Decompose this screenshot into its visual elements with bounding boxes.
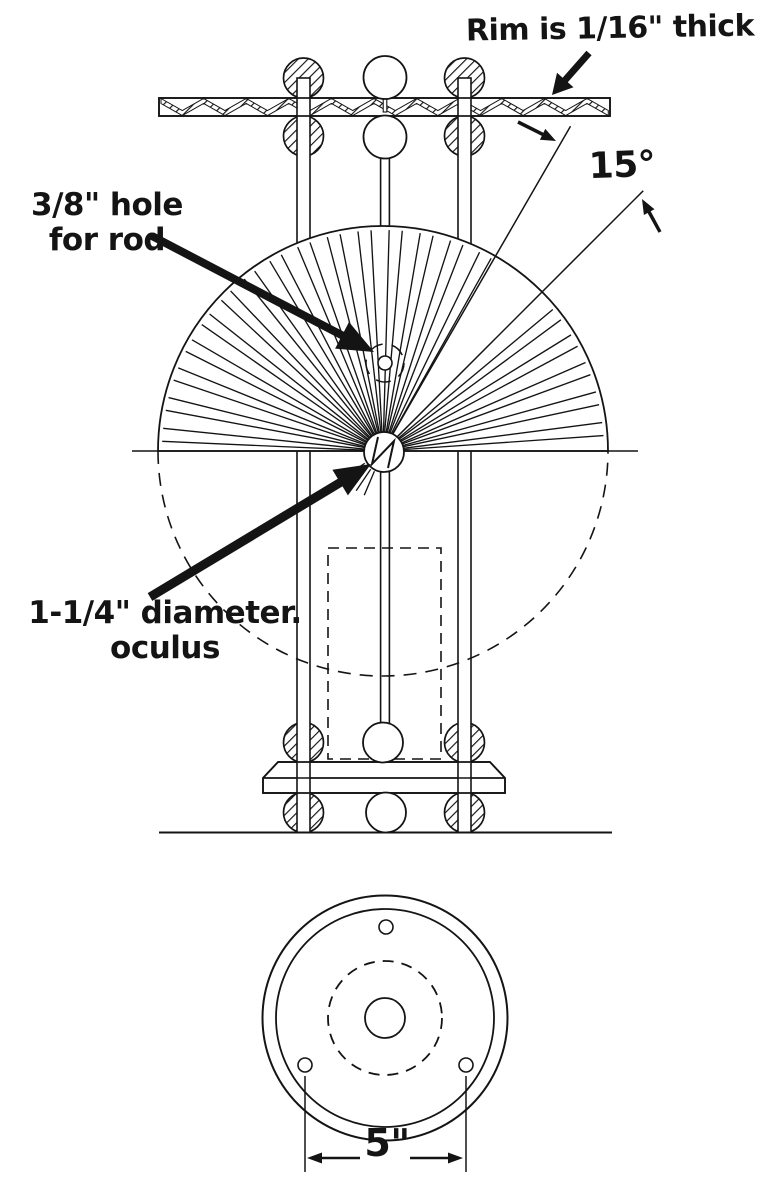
- fan-blade-rib: [389, 434, 604, 452]
- blade-angle-text: 15°: [587, 143, 656, 188]
- oculus-text-line1: 1-1/4" diameter.: [28, 595, 302, 631]
- fan-blade-rib: [388, 334, 572, 448]
- dimension-arrow-left: [307, 1152, 360, 1164]
- fan-blade-rib: [370, 230, 384, 445]
- fan-blade-rib: [177, 367, 377, 449]
- plan-fold-circle-dashed: [327, 960, 443, 1076]
- oculus-arrow: [147, 464, 371, 601]
- oculus-break-mark: [370, 436, 396, 469]
- rod-hole-text-line2: for rod: [48, 221, 166, 258]
- blade-angle-label: 15°: [579, 143, 664, 188]
- fan-blade-rib: [185, 350, 378, 449]
- base-diameter-text: 5": [364, 1121, 410, 1165]
- rod-hole-boss-circle-broken: [365, 343, 405, 383]
- fan-blade-rib: [382, 230, 403, 445]
- support-rod-left: [296, 77, 311, 834]
- fan-blade-rib: [389, 404, 600, 451]
- base-diameter-dimension-label: 5": [354, 1122, 420, 1165]
- fan-blade-rib: [357, 231, 383, 445]
- fan-blade-rib: [389, 361, 586, 449]
- fan-blade-rib: [191, 339, 378, 449]
- plan-inner-rim-circle: [275, 908, 495, 1128]
- finial-ball-under-rim: [362, 114, 408, 160]
- fan-blade-rib: [388, 345, 578, 449]
- fan-blade-rib-lower: [363, 470, 376, 496]
- fan-blade-rib: [220, 299, 379, 447]
- angle-reference-line-45: [387, 190, 644, 447]
- fan-blade-rib: [243, 278, 380, 446]
- rim-thickness-arrow: [552, 50, 592, 95]
- fan-blade-rib: [173, 379, 377, 450]
- angle-reference-line-60: [385, 125, 572, 446]
- rod-hole-label: 3/8" hole for rod: [14, 188, 200, 257]
- fan-blade-rib: [384, 240, 452, 445]
- angle-arrow-upper: [517, 120, 556, 141]
- angle-arrow-lower: [642, 199, 662, 233]
- rod-hole-circle: [377, 355, 393, 371]
- fan-blade-rib: [230, 290, 379, 447]
- plan-outer-rim-circle: [261, 894, 509, 1142]
- fan-blade-rib: [389, 421, 603, 451]
- rod-hole-arrow: [150, 232, 374, 352]
- fan-blade-rib: [163, 427, 377, 451]
- fan-blade-rib: [388, 319, 562, 448]
- fan-blade-rib: [385, 251, 481, 445]
- fan-blade-rib: [168, 396, 377, 450]
- plan-rod-hole-top: [378, 919, 394, 935]
- plan-rod-hole-right: [458, 1057, 474, 1073]
- fan-blade-rib: [280, 254, 381, 446]
- finial-ball-below-plate: [365, 791, 407, 834]
- finial-ball-top: [362, 55, 408, 100]
- plan-rod-hole-left: [297, 1057, 313, 1073]
- rim-thickness-label: Rim is 1/16" thick: [452, 8, 768, 49]
- fan-blade-rib: [384, 244, 464, 445]
- fan-blade-rib: [209, 313, 378, 448]
- fan-blade-rib: [382, 230, 390, 445]
- plan-center-oculus-hole: [364, 997, 406, 1039]
- fan-blade-rib: [269, 260, 380, 446]
- fan-blade-rib: [201, 324, 378, 448]
- center-rod-stub: [382, 98, 388, 113]
- support-rod-right: [457, 77, 472, 834]
- fan-swing-circle-dashed: [157, 450, 609, 677]
- oculus-text-line2: oculus: [110, 629, 220, 666]
- dimension-arrow-right: [410, 1152, 463, 1164]
- fan-blade-rib: [165, 409, 377, 451]
- fan-blade-rib: [389, 374, 591, 450]
- rim-thickness-text: Rim is 1/16" thick: [465, 8, 755, 49]
- rod-hole-text-line1: 3/8" hole: [31, 187, 183, 223]
- fan-blade-rib: [387, 309, 554, 448]
- oculus-label: 1-1/4" diameter. oculus: [22, 596, 308, 665]
- fan-blade-rib-lower: [355, 468, 372, 492]
- fan-blade-rib: [383, 233, 421, 445]
- fan-blade-rib: [389, 391, 597, 450]
- fan-blade-rib: [162, 440, 377, 452]
- fan-blade-rib: [383, 235, 434, 445]
- finial-ball-above-plate: [362, 721, 404, 764]
